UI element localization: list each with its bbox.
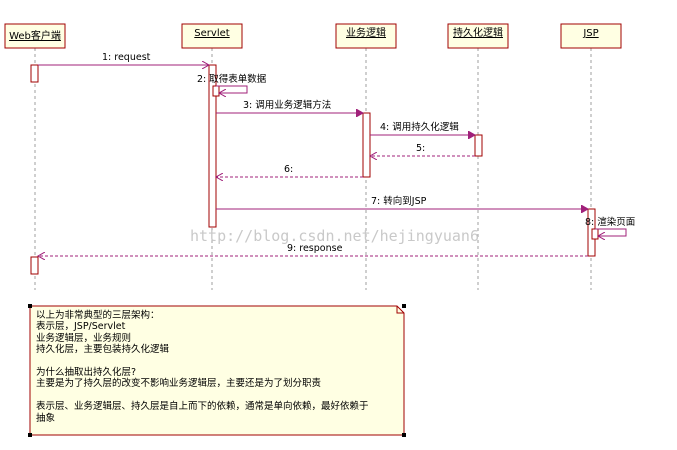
participant-persist: 持久化逻辑 bbox=[447, 23, 509, 49]
note-text: 以上为非常典型的三层架构： 表示层，JSP/Servlet 业务逻辑层，业务规则… bbox=[36, 310, 396, 424]
activation-servlet-self bbox=[212, 85, 220, 97]
participant-servlet: Servlet bbox=[181, 23, 243, 49]
message-2-label: 2: 取得表单数据 bbox=[197, 73, 267, 85]
activation-persist bbox=[474, 134, 483, 157]
message-3-label: 3: 调用业务逻辑方法 bbox=[243, 99, 331, 111]
message-7-label: 7: 转向到JSP bbox=[371, 195, 427, 207]
activation-jsp-self bbox=[591, 228, 599, 240]
note-resize-handle-bl[interactable] bbox=[28, 433, 32, 437]
participant-label-jsp: JSP bbox=[582, 28, 598, 39]
note-line: 主要是为了持久层的改变不影响业务逻辑层，主要还是为了划分职责 bbox=[36, 378, 322, 390]
participant-label-servlet: Servlet bbox=[194, 28, 229, 39]
participant-jsp: JSP bbox=[560, 23, 622, 49]
note-line bbox=[36, 356, 396, 367]
note-resize-handle-br[interactable] bbox=[402, 433, 406, 437]
participant-web: Web客户端 bbox=[4, 23, 66, 49]
note-line: 业务逻辑层，业务规则 bbox=[36, 332, 132, 344]
note-line: 抽象 bbox=[36, 412, 56, 424]
note-line: 以上为非常典型的三层架构： bbox=[36, 310, 160, 321]
note-line bbox=[36, 390, 396, 401]
message-6-label: 6: bbox=[284, 164, 293, 175]
participant-label-web: Web客户端 bbox=[9, 29, 61, 42]
participant-label-biz: 业务逻辑 bbox=[346, 26, 386, 39]
participant-label-persist: 持久化逻辑 bbox=[453, 26, 503, 39]
message-4-label: 4: 调用持久化逻辑 bbox=[380, 121, 459, 133]
message-2-arrow bbox=[216, 85, 248, 93]
activation-web-2 bbox=[30, 256, 39, 275]
note-resize-handle-tl[interactable] bbox=[28, 304, 32, 308]
message-8-arrow bbox=[595, 228, 627, 236]
note-line: 为什么抽取出持久化层? bbox=[36, 367, 137, 379]
activation-web-1 bbox=[30, 64, 39, 83]
note bbox=[28, 304, 406, 437]
watermark: http://blog.csdn.net/hejingyuan6 bbox=[190, 227, 479, 245]
activation-biz bbox=[362, 112, 371, 178]
participant-biz: 业务逻辑 bbox=[335, 23, 397, 49]
note-line: 持久化层，主要包装持久化逻辑 bbox=[36, 344, 170, 356]
message-8-label: 8: 渲染页面 bbox=[585, 216, 635, 228]
activation-servlet bbox=[208, 64, 217, 228]
note-line: 表示层，JSP/Servlet bbox=[36, 321, 126, 333]
message-1-label: 1: request bbox=[102, 52, 151, 63]
note-line: 表示层、业务逻辑层、持久层是自上而下的依赖，通常是单向依赖，最好依赖于 bbox=[36, 401, 369, 413]
note-resize-handle-tr[interactable] bbox=[402, 304, 406, 308]
message-5-label: 5: bbox=[416, 143, 425, 154]
message-9-label: 9: response bbox=[287, 243, 343, 254]
